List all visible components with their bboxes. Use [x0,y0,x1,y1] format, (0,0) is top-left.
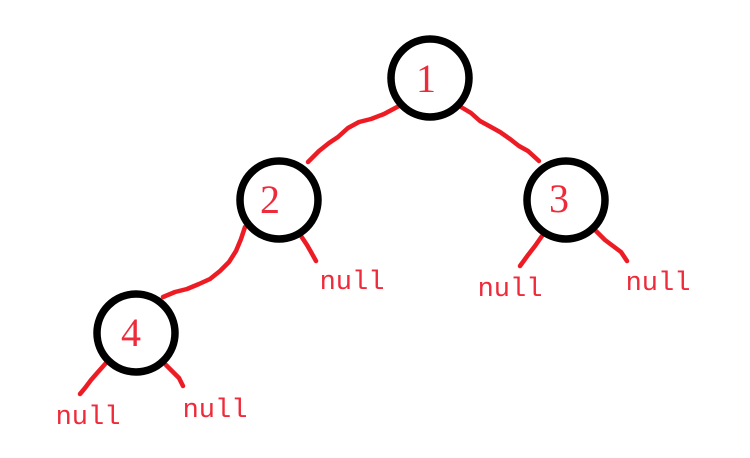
tree-node-3: 3 [523,157,609,243]
node-1-circle [387,35,473,121]
null-label-node4-right: null [183,396,248,426]
tree-node-1: 1 [387,35,473,121]
null-labels: null null null null null [56,268,691,433]
node-4-label: 4 [121,310,141,355]
tree-node-2: 2 [236,157,322,243]
tree-node-4: 4 [93,290,179,376]
null-label-node3-right: null [626,269,691,299]
node-3-label: 3 [549,176,569,221]
node-2-circle [236,157,322,243]
edge-node4-null-right [163,362,186,389]
edge-node4-null-left [77,360,109,397]
null-label-node2-right: null [320,268,385,298]
edge-node2-null-right [298,233,319,264]
edge-node3-null-right [593,228,630,264]
node-1-label: 1 [416,56,436,101]
null-label-node4-left: null [56,403,121,433]
edge-node1-node2 [305,103,402,165]
node-4-circle [93,290,179,376]
node-3-circle [523,157,609,243]
edge-node3-null-left [517,233,545,269]
edge-node1-node3 [458,104,542,164]
node-2-label: 2 [260,177,280,222]
edge-node2-node4 [160,224,248,300]
null-label-node3-left: null [478,275,543,305]
tree-edges [77,103,630,397]
